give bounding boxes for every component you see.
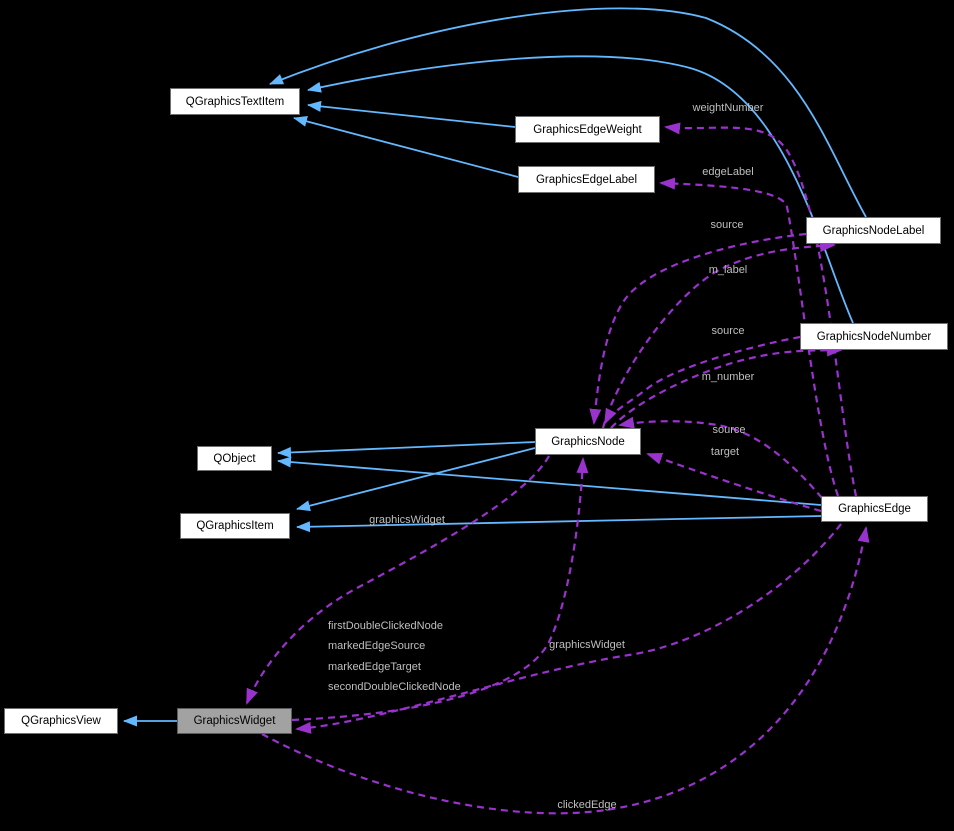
edge-inherit-node-qgraphicsitem <box>296 447 536 512</box>
edge-label-weightnumber: weightNumber <box>692 102 764 114</box>
edge-usage-edge-target <box>646 452 822 513</box>
edge-usage-nodelabel-source <box>589 232 807 425</box>
edge-label-m-number: m_number <box>701 371 755 383</box>
class-node-graphicsedgeweight[interactable]: GraphicsEdgeWeight <box>515 116 660 143</box>
edge-label-source-nodelabel: source <box>710 219 744 231</box>
edge-label-graphicswidget-node: graphicsWidget <box>369 514 445 526</box>
edge-label-firstdoubleclickednode: firstDoubleClickedNode <box>328 620 443 632</box>
edge-usage-edgelabel <box>659 177 840 497</box>
edge-label-graphicswidget-edge: graphicsWidget <box>549 639 625 651</box>
edge-usage-edge-graphicswidget <box>295 523 842 734</box>
class-node-graphicsedgelabel[interactable]: GraphicsEdgeLabel <box>518 166 655 193</box>
edge-label-seconddoubleclickednode: secondDoubleClickedNode <box>328 681 461 693</box>
edge-inherit-edge-qobject <box>277 456 822 506</box>
edge-usage-m-number <box>610 344 843 429</box>
edge-inherit-edgelabel-textitem <box>293 115 519 178</box>
class-node-graphicsedge[interactable]: GraphicsEdge <box>821 496 928 522</box>
edge-label-source-nodenumber: source <box>711 325 745 337</box>
edge-label-source-edge: source <box>712 424 746 436</box>
class-node-graphicsnodenumber[interactable]: GraphicsNodeNumber <box>800 323 948 350</box>
edge-label-markededgesource: markedEdgeSource <box>328 640 426 652</box>
edge-inherit-nodelabel-textitem <box>269 7 867 218</box>
edge-inherit-edge-qgraphicsitem <box>296 515 822 533</box>
class-node-graphicsnode[interactable]: GraphicsNode <box>535 428 641 455</box>
class-node-qgraphicsview[interactable]: QGraphicsView <box>4 708 118 734</box>
edge-usage-weightnumber <box>664 122 858 497</box>
edge-usage-nodenumber-source <box>604 335 801 425</box>
edge-inherit-node-qobject <box>277 441 536 458</box>
class-node-qgraphicsitem[interactable]: QGraphicsItem <box>180 513 290 539</box>
edge-label-m-label: m_label <box>708 264 748 276</box>
class-node-graphicswidget[interactable]: GraphicsWidget <box>177 708 292 734</box>
class-node-graphicsnodelabel[interactable]: GraphicsNodeLabel <box>806 217 941 244</box>
edge-inherit-edgeweight-textitem <box>307 100 516 128</box>
class-node-qgraphicstextitem[interactable]: QGraphicsTextItem <box>170 88 300 115</box>
edge-label-clickededge: clickedEdge <box>557 799 617 811</box>
edge-usage-edge-source <box>618 416 823 499</box>
edge-usage-clickededge <box>261 526 870 815</box>
edge-usage-m-label <box>601 240 836 429</box>
edge-usage-node-graphicswidget <box>245 455 550 705</box>
edge-label-edgelabel: edgeLabel <box>702 166 754 178</box>
edge-label-target-edge: target <box>710 446 740 458</box>
class-node-qobject[interactable]: QObject <box>197 446 272 471</box>
edge-label-markededgetarget: markedEdgeTarget <box>328 661 421 673</box>
